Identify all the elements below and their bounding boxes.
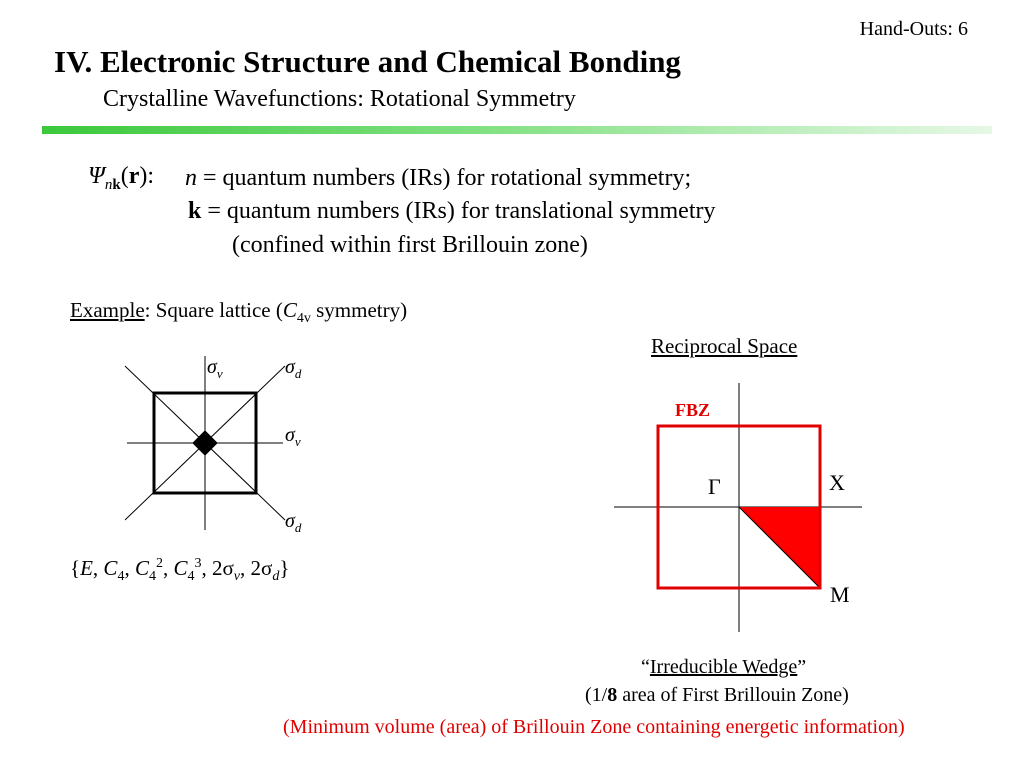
c4-rotation-axis <box>192 430 218 456</box>
sigma-v-label-right: σv <box>285 424 301 449</box>
m-point-label: M <box>830 582 850 607</box>
wedge-diagonal <box>738 506 821 589</box>
gamma-point-label: Γ <box>708 474 721 499</box>
sigma-v-label-top: σv <box>207 356 223 381</box>
minimum-volume-note: (Minimum volume (area) of Brillouin Zone… <box>283 716 905 738</box>
sigma-d-label-bottom: σd <box>285 510 302 535</box>
first-brillouin-zone <box>656 424 822 590</box>
example-heading: Example: Square lattice (C4v symmetry) <box>70 298 408 327</box>
fbz-label: FBZ <box>675 400 711 420</box>
reciprocal-space-title: Reciprocal Space <box>651 334 798 358</box>
example-text-after: symmetry) <box>310 298 408 322</box>
psi-sub-k: k <box>112 176 121 193</box>
handout-number: Hand-Outs: 6 <box>859 18 968 40</box>
x-point-label: X <box>829 470 845 495</box>
wedge-area-note: (1/8 area of First Brillouin Zone) <box>585 684 849 706</box>
square-lattice-diagram <box>124 356 286 530</box>
n-definition: n = quantum numbers (IRs) for rotational… <box>185 165 692 191</box>
slide-subtitle: Crystalline Wavefunctions: Rotational Sy… <box>103 86 576 112</box>
sigma-d-label-top: σd <box>285 356 302 381</box>
n-symbol: n <box>185 165 197 191</box>
point-group-symbol: C <box>282 298 297 322</box>
example-text: : Square lattice ( <box>144 298 283 322</box>
irreducible-wedge-title: Irreducible Wedge <box>649 656 798 678</box>
point-group-sub: 4v <box>296 311 311 327</box>
square-cell <box>152 391 258 495</box>
point-group-elements: {E, C4, C42, C43, 2σv, 2σd} <box>70 556 290 585</box>
k-text: quantum numbers (IRs) for translational … <box>226 198 716 224</box>
psi-arg: r <box>128 163 140 189</box>
irreducible-wedge-caption: “Irreducible Wedge” <box>641 656 807 678</box>
wavefunction-symbol: Ψnk(r): <box>88 163 155 193</box>
slide-title: IV. Electronic Structure and Chemical Bo… <box>54 44 681 79</box>
title-divider <box>42 126 992 134</box>
psi-symbol: Ψ <box>88 163 105 189</box>
k-symbol: k <box>188 198 202 224</box>
k-definition: k = quantum numbers (IRs) for translatio… <box>188 198 716 224</box>
psi-sub-n: n <box>104 176 113 193</box>
example-label: Example <box>70 298 145 322</box>
reciprocal-space-diagram <box>614 383 862 632</box>
k-note: (confined within first Brillouin zone) <box>232 232 588 258</box>
n-text: quantum numbers (IRs) for rotational sym… <box>222 165 692 191</box>
